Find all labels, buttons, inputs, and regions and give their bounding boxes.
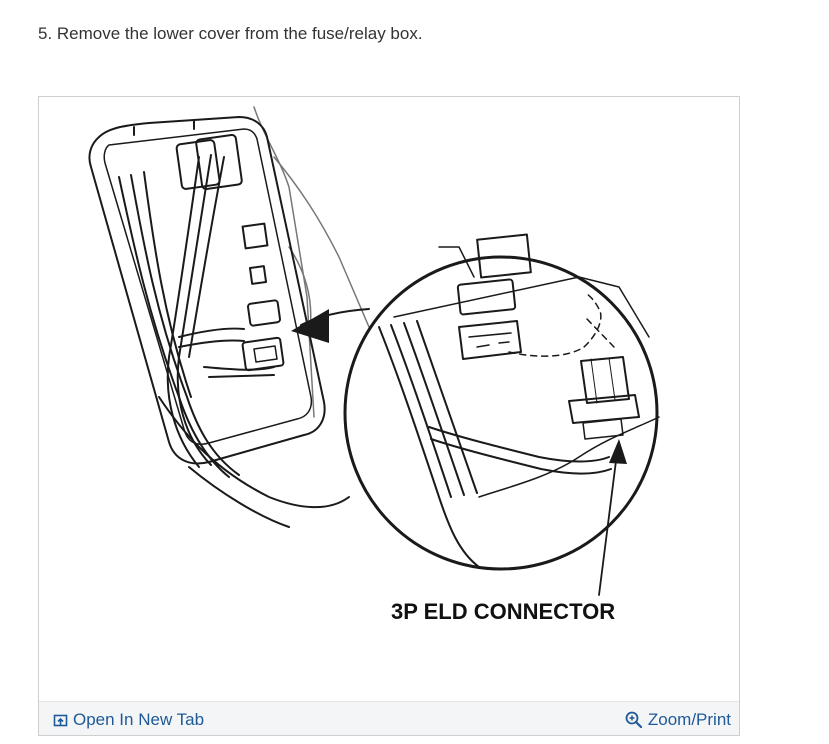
magnifier-plus-icon	[625, 711, 643, 729]
step-instruction: 5. Remove the lower cover from the fuse/…	[38, 24, 423, 43]
open-in-new-tab-link[interactable]: Open In New Tab	[53, 710, 204, 730]
open-new-tab-icon	[53, 713, 68, 728]
zoom-print-label: Zoom/Print	[647, 710, 731, 729]
figure-frame: 3P ELD CONNECTOR Open In New Tab Zoom/Pr…	[38, 96, 740, 736]
callout-label: 3P ELD CONNECTOR	[391, 599, 615, 624]
zoom-print-link[interactable]: Zoom/Print	[625, 710, 731, 730]
figure-footer: Open In New Tab Zoom/Print	[39, 701, 739, 735]
open-in-new-tab-label: Open In New Tab	[73, 710, 205, 729]
fuse-box-illustration: 3P ELD CONNECTOR	[88, 106, 660, 624]
